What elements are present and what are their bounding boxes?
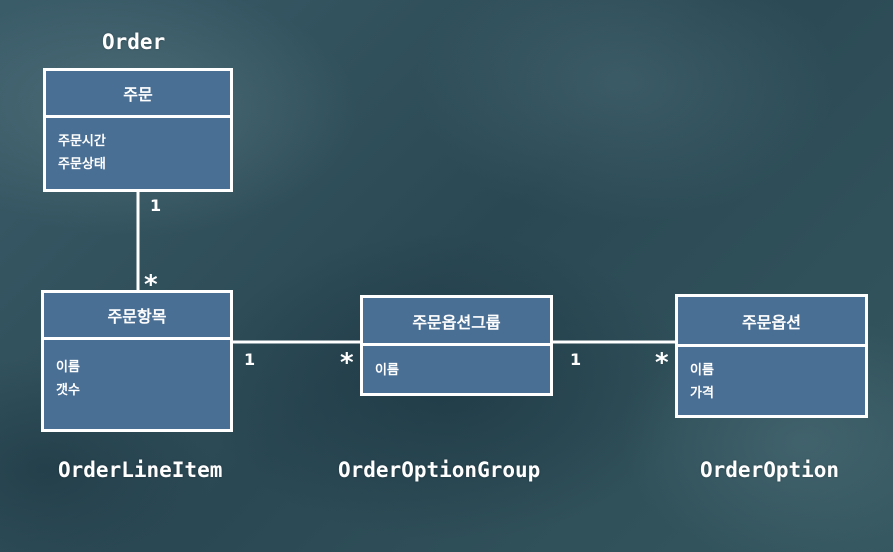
class-attributes-order-option: 이름 가격 bbox=[678, 347, 865, 405]
class-title-order-line-item: 주문항목 bbox=[44, 293, 230, 340]
multiplicity-optiongroup-one: 1 bbox=[570, 350, 582, 369]
class-english-name-order: Order bbox=[102, 30, 166, 54]
class-box-order: 주문 주문시간 주문상태 bbox=[43, 68, 233, 192]
attribute-order-time: 주문시간 bbox=[58, 134, 106, 149]
attribute-optiongroup-name: 이름 bbox=[375, 363, 399, 378]
class-attributes-order-line-item: 이름 갯수 bbox=[44, 340, 230, 402]
multiplicity-order-one: 1 bbox=[150, 196, 162, 215]
class-box-order-option-group: 주문옵션그룹 이름 bbox=[360, 295, 553, 396]
multiplicity-optiongroup-many: * bbox=[340, 348, 354, 378]
class-attributes-order-option-group: 이름 bbox=[363, 346, 550, 382]
attribute-option-name: 이름 bbox=[690, 363, 714, 378]
attribute-lineitem-name: 이름 bbox=[56, 360, 80, 375]
multiplicity-option-many: * bbox=[655, 348, 669, 378]
class-english-name-order-option: OrderOption bbox=[700, 458, 840, 482]
class-box-order-line-item: 주문항목 이름 갯수 bbox=[41, 290, 233, 432]
class-title-order-option-group: 주문옵션그룹 bbox=[363, 298, 550, 346]
attribute-option-price: 가격 bbox=[690, 386, 714, 401]
attribute-order-status: 주문상태 bbox=[58, 157, 106, 172]
class-box-order-option: 주문옵션 이름 가격 bbox=[675, 294, 868, 418]
class-attributes-order: 주문시간 주문상태 bbox=[46, 118, 230, 176]
multiplicity-lineitem-one: 1 bbox=[244, 350, 256, 369]
class-english-name-order-option-group: OrderOptionGroup bbox=[338, 458, 541, 482]
class-title-order-option: 주문옵션 bbox=[678, 297, 865, 347]
attribute-lineitem-count: 갯수 bbox=[56, 383, 80, 398]
class-title-order: 주문 bbox=[46, 71, 230, 118]
class-english-name-order-line-item: OrderLineItem bbox=[58, 458, 223, 482]
